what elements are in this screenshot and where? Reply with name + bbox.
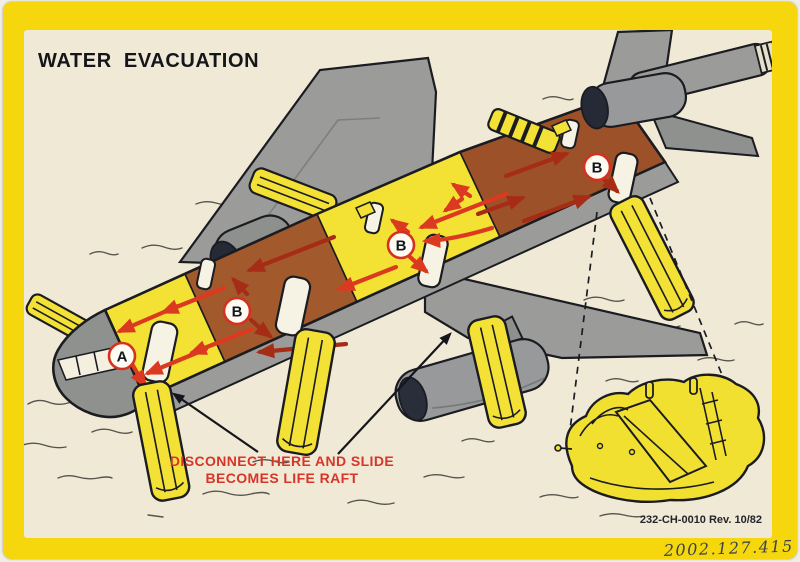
exit-hatch — [195, 257, 217, 291]
exit-label-b-rear: B — [582, 152, 612, 182]
page-title: WATER EVACUATION — [38, 50, 259, 72]
exit-label-b-overwing: B — [222, 296, 252, 326]
evacuation-slide — [609, 195, 695, 321]
aircraft-illustration: A B B B — [25, 30, 772, 502]
pointer-line — [171, 392, 259, 453]
evacuation-slide — [467, 315, 527, 429]
exit-label-b-overwing-text: B — [232, 304, 243, 321]
evacuation-slide — [276, 328, 336, 456]
exit-label-b-rear-text: B — [592, 160, 603, 177]
nose-section — [52, 308, 147, 419]
exit-label-a-text: A — [117, 349, 128, 366]
dashed-guide-line — [569, 211, 598, 431]
tail-assembly — [580, 30, 772, 158]
escape-route-arrows — [116, 151, 620, 389]
annotation-line-1: DISCONNECT HERE AND SLIDE — [170, 453, 394, 469]
doc-number: 232-CH-0010 Rev. 10/82 — [640, 514, 762, 526]
handwritten-accession-number: 2002.127.415 — [662, 536, 794, 560]
pointer-line — [337, 332, 452, 455]
exit-door — [274, 275, 312, 337]
evacuation-slide — [487, 108, 561, 154]
water-lines — [24, 96, 764, 518]
evacuation-slide — [131, 380, 191, 502]
exit-label-b-mid: B — [386, 230, 416, 260]
annotation-line-2: BECOMES LIFE RAFT — [205, 470, 358, 486]
exit-label-a: A — [107, 341, 137, 371]
life-raft-illustration — [554, 373, 766, 503]
annotation-text: DISCONNECT HERE AND SLIDE BECOMES LIFE R… — [170, 453, 394, 486]
exit-label-b-mid-text: B — [396, 238, 407, 255]
